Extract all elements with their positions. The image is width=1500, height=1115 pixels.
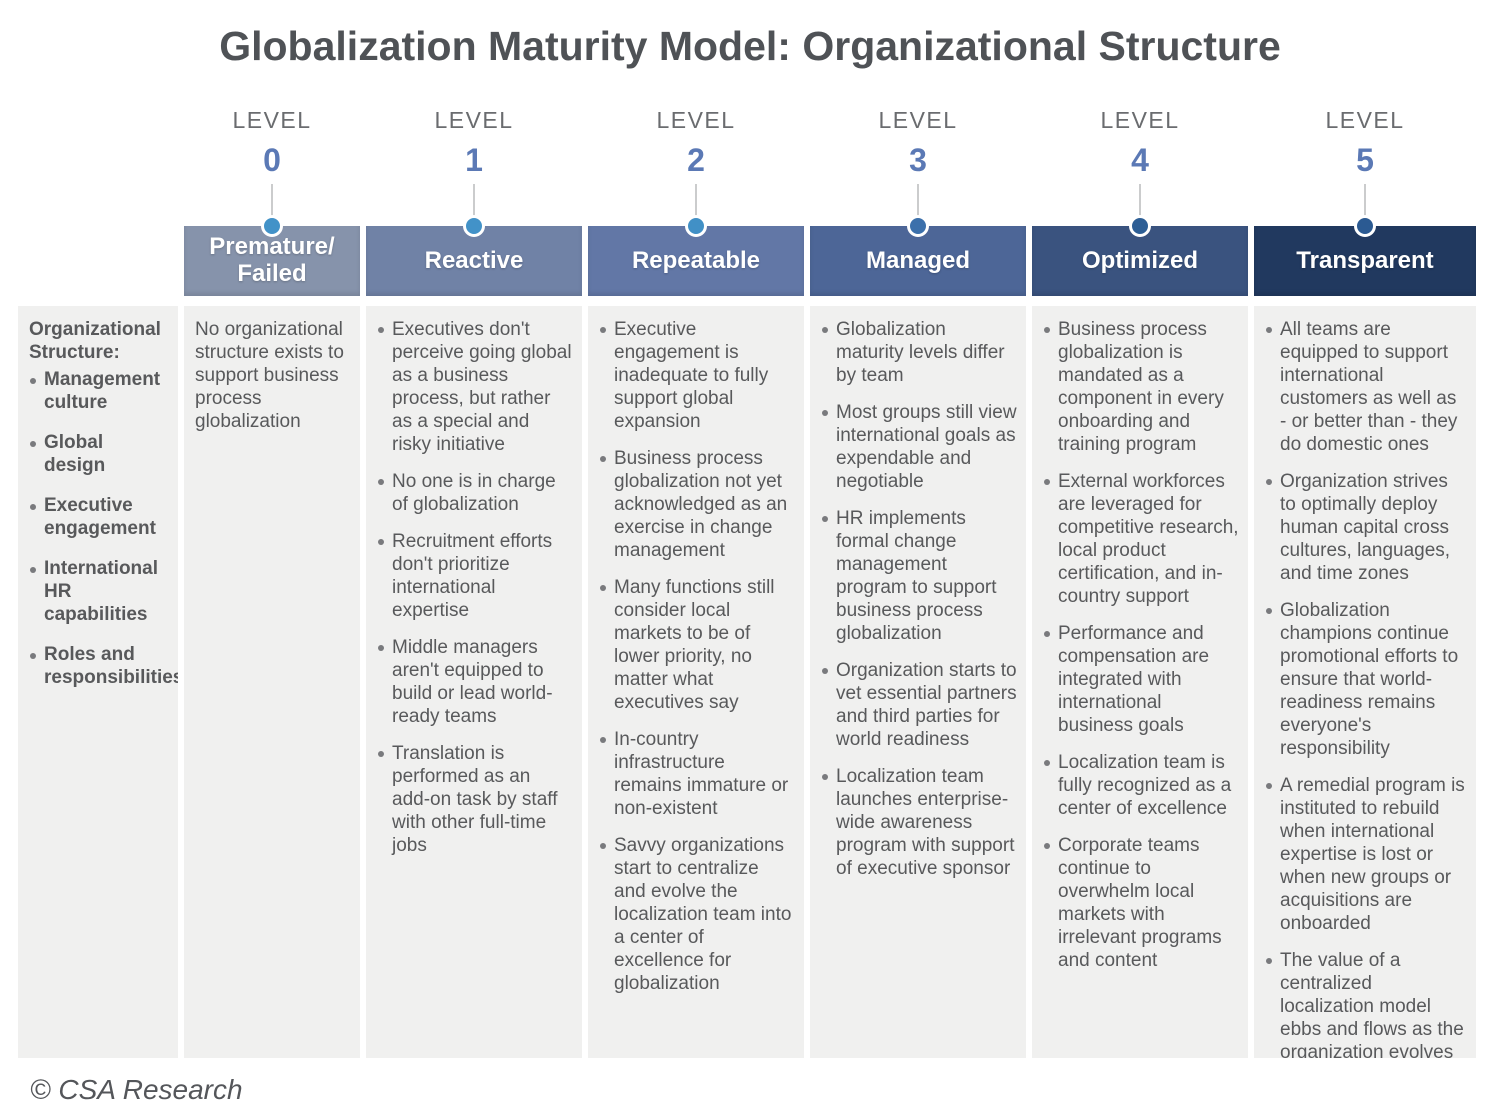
level-column: LEVEL 3 Managed Globalization maturity l…	[810, 100, 1026, 1058]
maturity-model-grid: Organizational Structure: Management cul…	[18, 100, 1500, 1058]
level-name: Premature/ Failed	[209, 233, 335, 287]
bullet-list: Executive engagement is inadequate to fu…	[599, 319, 795, 996]
level-dot-icon	[907, 215, 929, 237]
bullet-item: HR implements formal change management p…	[821, 508, 1017, 646]
level-dot-icon	[1129, 215, 1151, 237]
level-number: 1	[465, 142, 483, 178]
row-header-column: Organizational Structure: Management cul…	[18, 100, 178, 1058]
bullet-item: Globalization maturity levels differ by …	[821, 319, 1017, 388]
level-body: No organizational structure exists to su…	[184, 306, 360, 1058]
sidebar-spacer	[18, 100, 178, 296]
level-column: LEVEL 4 Optimized Business process globa…	[1032, 100, 1248, 1058]
bullet-list: Business process globalization is mandat…	[1043, 319, 1239, 973]
bullet-item: All teams are equipped to support intern…	[1265, 319, 1467, 457]
bullet-item: No one is in charge of globalization	[377, 471, 573, 517]
level-label: LEVEL	[1100, 107, 1180, 133]
level-header: Managed	[810, 215, 1026, 296]
bullet-list: Executives don't perceive going global a…	[377, 319, 573, 858]
bullet-item: External workforces are leveraged for co…	[1043, 471, 1239, 609]
connector-line	[1139, 184, 1141, 226]
bullet-item: A remedial program is instituted to rebu…	[1265, 775, 1467, 936]
bullet-item: Executives don't perceive going global a…	[377, 319, 573, 457]
level-dot-icon	[685, 215, 707, 237]
bullet-item: Globalization champions continue promoti…	[1265, 600, 1467, 761]
level-name: Reactive	[424, 246, 524, 274]
level-label: LEVEL	[878, 107, 958, 133]
connector-line	[695, 184, 697, 226]
bullet-item: Middle managers aren't equipped to build…	[377, 637, 573, 729]
row-header-item: International HR capabilities	[29, 558, 169, 627]
level-label: LEVEL	[434, 107, 514, 133]
level-body: All teams are equipped to support intern…	[1254, 306, 1476, 1058]
bullet-list: Globalization maturity levels differ by …	[821, 319, 1017, 881]
level-label: LEVEL	[232, 107, 312, 133]
level-dot-icon	[261, 215, 283, 237]
row-header-item: Roles and responsibilities	[29, 644, 178, 690]
level-dot-icon	[463, 215, 485, 237]
page-title: Globalization Maturity Model: Organizati…	[219, 23, 1281, 69]
level-column: LEVEL 5 Transparent All teams are equipp…	[1254, 100, 1476, 1058]
bullet-list: All teams are equipped to support intern…	[1265, 319, 1467, 1058]
bullet-item: Business process globalization is mandat…	[1043, 319, 1239, 457]
level-number: 2	[687, 142, 705, 178]
connector-line	[1364, 184, 1366, 226]
copyright-note: © CSA Research	[30, 1074, 243, 1105]
row-header-item: Executive engagement	[29, 495, 169, 541]
level-column: LEVEL 0 Premature/ Failed No organizatio…	[184, 100, 360, 1058]
bullet-item: Executive engagement is inadequate to fu…	[599, 319, 795, 434]
connector-line	[917, 184, 919, 226]
bullet-item: Organization strives to optimally deploy…	[1265, 471, 1467, 586]
bullet-item: Recruitment efforts don't prioritize int…	[377, 531, 573, 623]
level-number: 0	[263, 142, 281, 178]
bullet-item: Translation is performed as an add-on ta…	[377, 743, 573, 858]
row-header-body: Organizational Structure: Management cul…	[18, 306, 178, 1058]
level-name: Optimized	[1081, 246, 1198, 274]
level-header: Transparent	[1254, 215, 1476, 296]
row-header-title: Organizational Structure:	[29, 319, 161, 363]
level-body: Business process globalization is mandat…	[1032, 306, 1248, 1058]
bullet-item: Many functions still consider local mark…	[599, 577, 795, 715]
bullet-item: In-country infrastructure remains immatu…	[599, 729, 795, 821]
level-body: Globalization maturity levels differ by …	[810, 306, 1026, 1058]
level-label: LEVEL	[656, 107, 736, 133]
bullet-item: Corporate teams continue to overwhelm lo…	[1043, 835, 1239, 973]
level-header: Optimized	[1032, 215, 1248, 296]
bullet-item: Most groups still view international goa…	[821, 402, 1017, 494]
level-number: 3	[909, 142, 927, 178]
level-body: Executives don't perceive going global a…	[366, 306, 582, 1058]
bullet-item: The value of a centralized localization …	[1265, 950, 1467, 1058]
bullet-item: Performance and compensation are integra…	[1043, 623, 1239, 738]
level-name: Managed	[865, 246, 970, 274]
bullet-item: Localization team is fully recognized as…	[1043, 752, 1239, 821]
level-name: Transparent	[1296, 246, 1434, 274]
bullet-item: Localization team launches enterprise-wi…	[821, 766, 1017, 881]
level-column: LEVEL 2 Repeatable Executive engagement …	[588, 100, 804, 1058]
level-number: 4	[1131, 142, 1149, 178]
level-name: Repeatable	[631, 246, 761, 274]
row-header-item: Management culture	[29, 369, 169, 415]
level-body: Executive engagement is inadequate to fu…	[588, 306, 804, 1058]
bullet-item: Savvy organizations start to centralize …	[599, 835, 795, 996]
level-number: 5	[1356, 142, 1374, 178]
level-header: Reactive	[366, 215, 582, 296]
level-dot-icon	[1354, 215, 1376, 237]
level-label: LEVEL	[1325, 107, 1405, 133]
connector-line	[473, 184, 475, 226]
bullet-item: Business process globalization not yet a…	[599, 448, 795, 563]
connector-line	[271, 184, 273, 226]
level-header: Premature/ Failed	[184, 215, 360, 296]
row-header-item: Global design	[29, 432, 169, 478]
level-header: Repeatable	[588, 215, 804, 296]
level-column: LEVEL 1 Reactive Executives don't percei…	[366, 100, 582, 1058]
bullet-item: Organization starts to vet essential par…	[821, 660, 1017, 752]
level-intro: No organizational structure exists to su…	[195, 319, 344, 432]
